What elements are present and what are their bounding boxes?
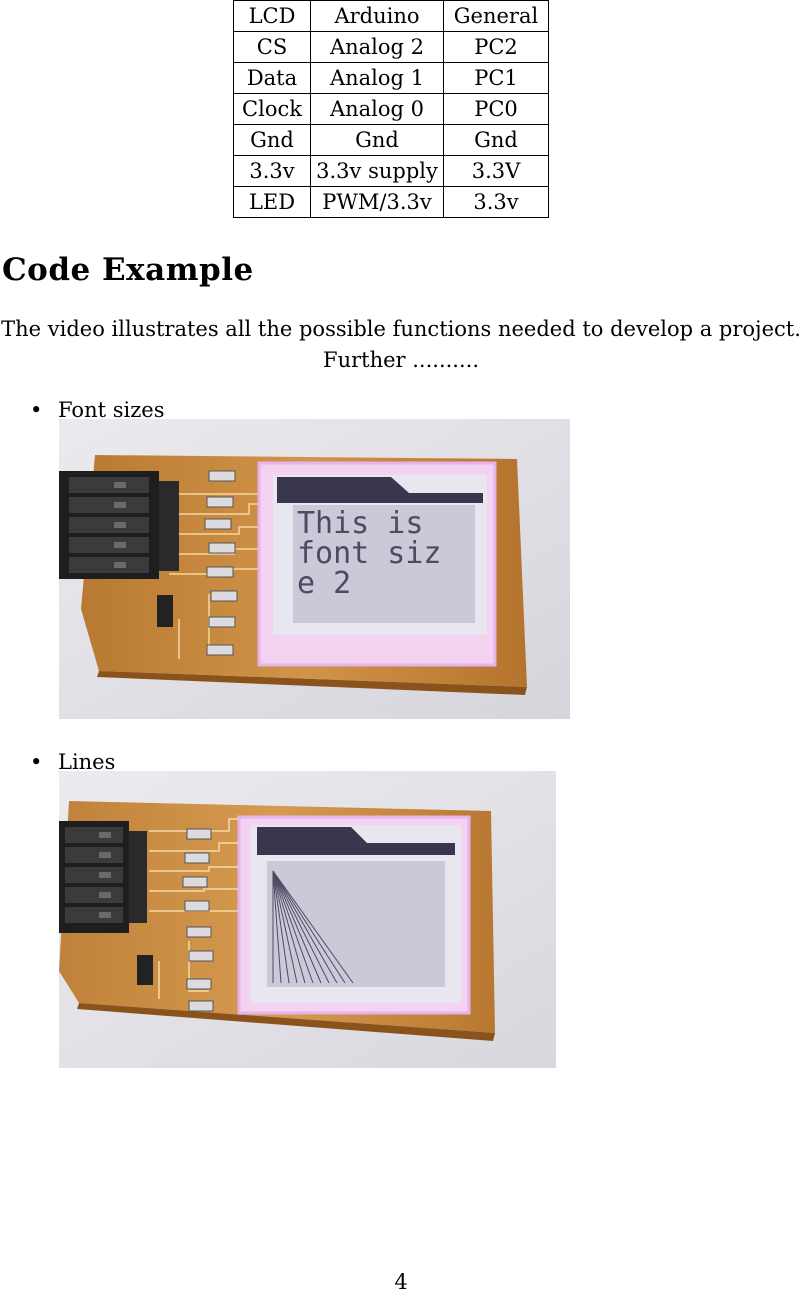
table-cell: 3.3V: [443, 155, 549, 187]
table-cell: PC1: [443, 62, 549, 94]
lcd-line-1: This is: [297, 506, 423, 541]
table-cell: Gnd: [443, 124, 549, 156]
bullet-icon: •: [30, 750, 43, 774]
board-photo-1: This is font siz e 2: [59, 419, 570, 719]
intro-line-2: Further ..........: [323, 348, 479, 372]
lcd-screen: [267, 861, 445, 987]
lcd-line-fan: [272, 870, 354, 984]
bullet-font-sizes: • Font sizes: [30, 398, 164, 422]
photo-font-sizes: This is font siz e 2: [59, 419, 570, 719]
intro-paragraph: The video illustrates all the possible f…: [0, 314, 802, 376]
bullet-icon: •: [30, 398, 43, 422]
table-cell: PC0: [443, 93, 549, 125]
table-header-cell: General: [443, 0, 549, 32]
table-cell: Gnd: [310, 124, 444, 156]
bullet-lines: • Lines: [30, 750, 115, 774]
table-cell: Analog 0: [310, 93, 444, 125]
table-header-cell: Arduino: [310, 0, 444, 32]
lcd-line-3: e 2: [297, 566, 351, 601]
table-cell: Clock: [233, 93, 311, 125]
table-cell: 3.3v: [233, 155, 311, 187]
board-photo-2: [59, 771, 556, 1068]
table-cell: PWM/3.3v: [310, 186, 444, 218]
photo-lines: [59, 771, 556, 1068]
table-cell: CS: [233, 31, 311, 63]
transistor: [157, 595, 173, 627]
table-cell: Analog 2: [310, 31, 444, 63]
pin-header: [59, 471, 179, 579]
page-number: 4: [394, 1270, 408, 1294]
lcd-line-2: font siz: [297, 536, 442, 571]
table-cell: Analog 1: [310, 62, 444, 94]
table-cell: 3.3v supply: [310, 155, 444, 187]
table-cell: PC2: [443, 31, 549, 63]
lcd-screen: [293, 505, 475, 623]
table-cell: Data: [233, 62, 311, 94]
pin-header: [59, 821, 147, 933]
bullet-label: Lines: [58, 750, 116, 774]
section-heading: Code Example: [2, 252, 254, 288]
table-cell: 3.3v: [443, 186, 549, 218]
transistor: [137, 955, 153, 985]
intro-line-1: The video illustrates all the possible f…: [1, 317, 801, 341]
table-header-cell: LCD: [233, 0, 311, 32]
table-cell: LED: [233, 186, 311, 218]
bullet-label: Font sizes: [58, 398, 165, 422]
table-cell: Gnd: [233, 124, 311, 156]
